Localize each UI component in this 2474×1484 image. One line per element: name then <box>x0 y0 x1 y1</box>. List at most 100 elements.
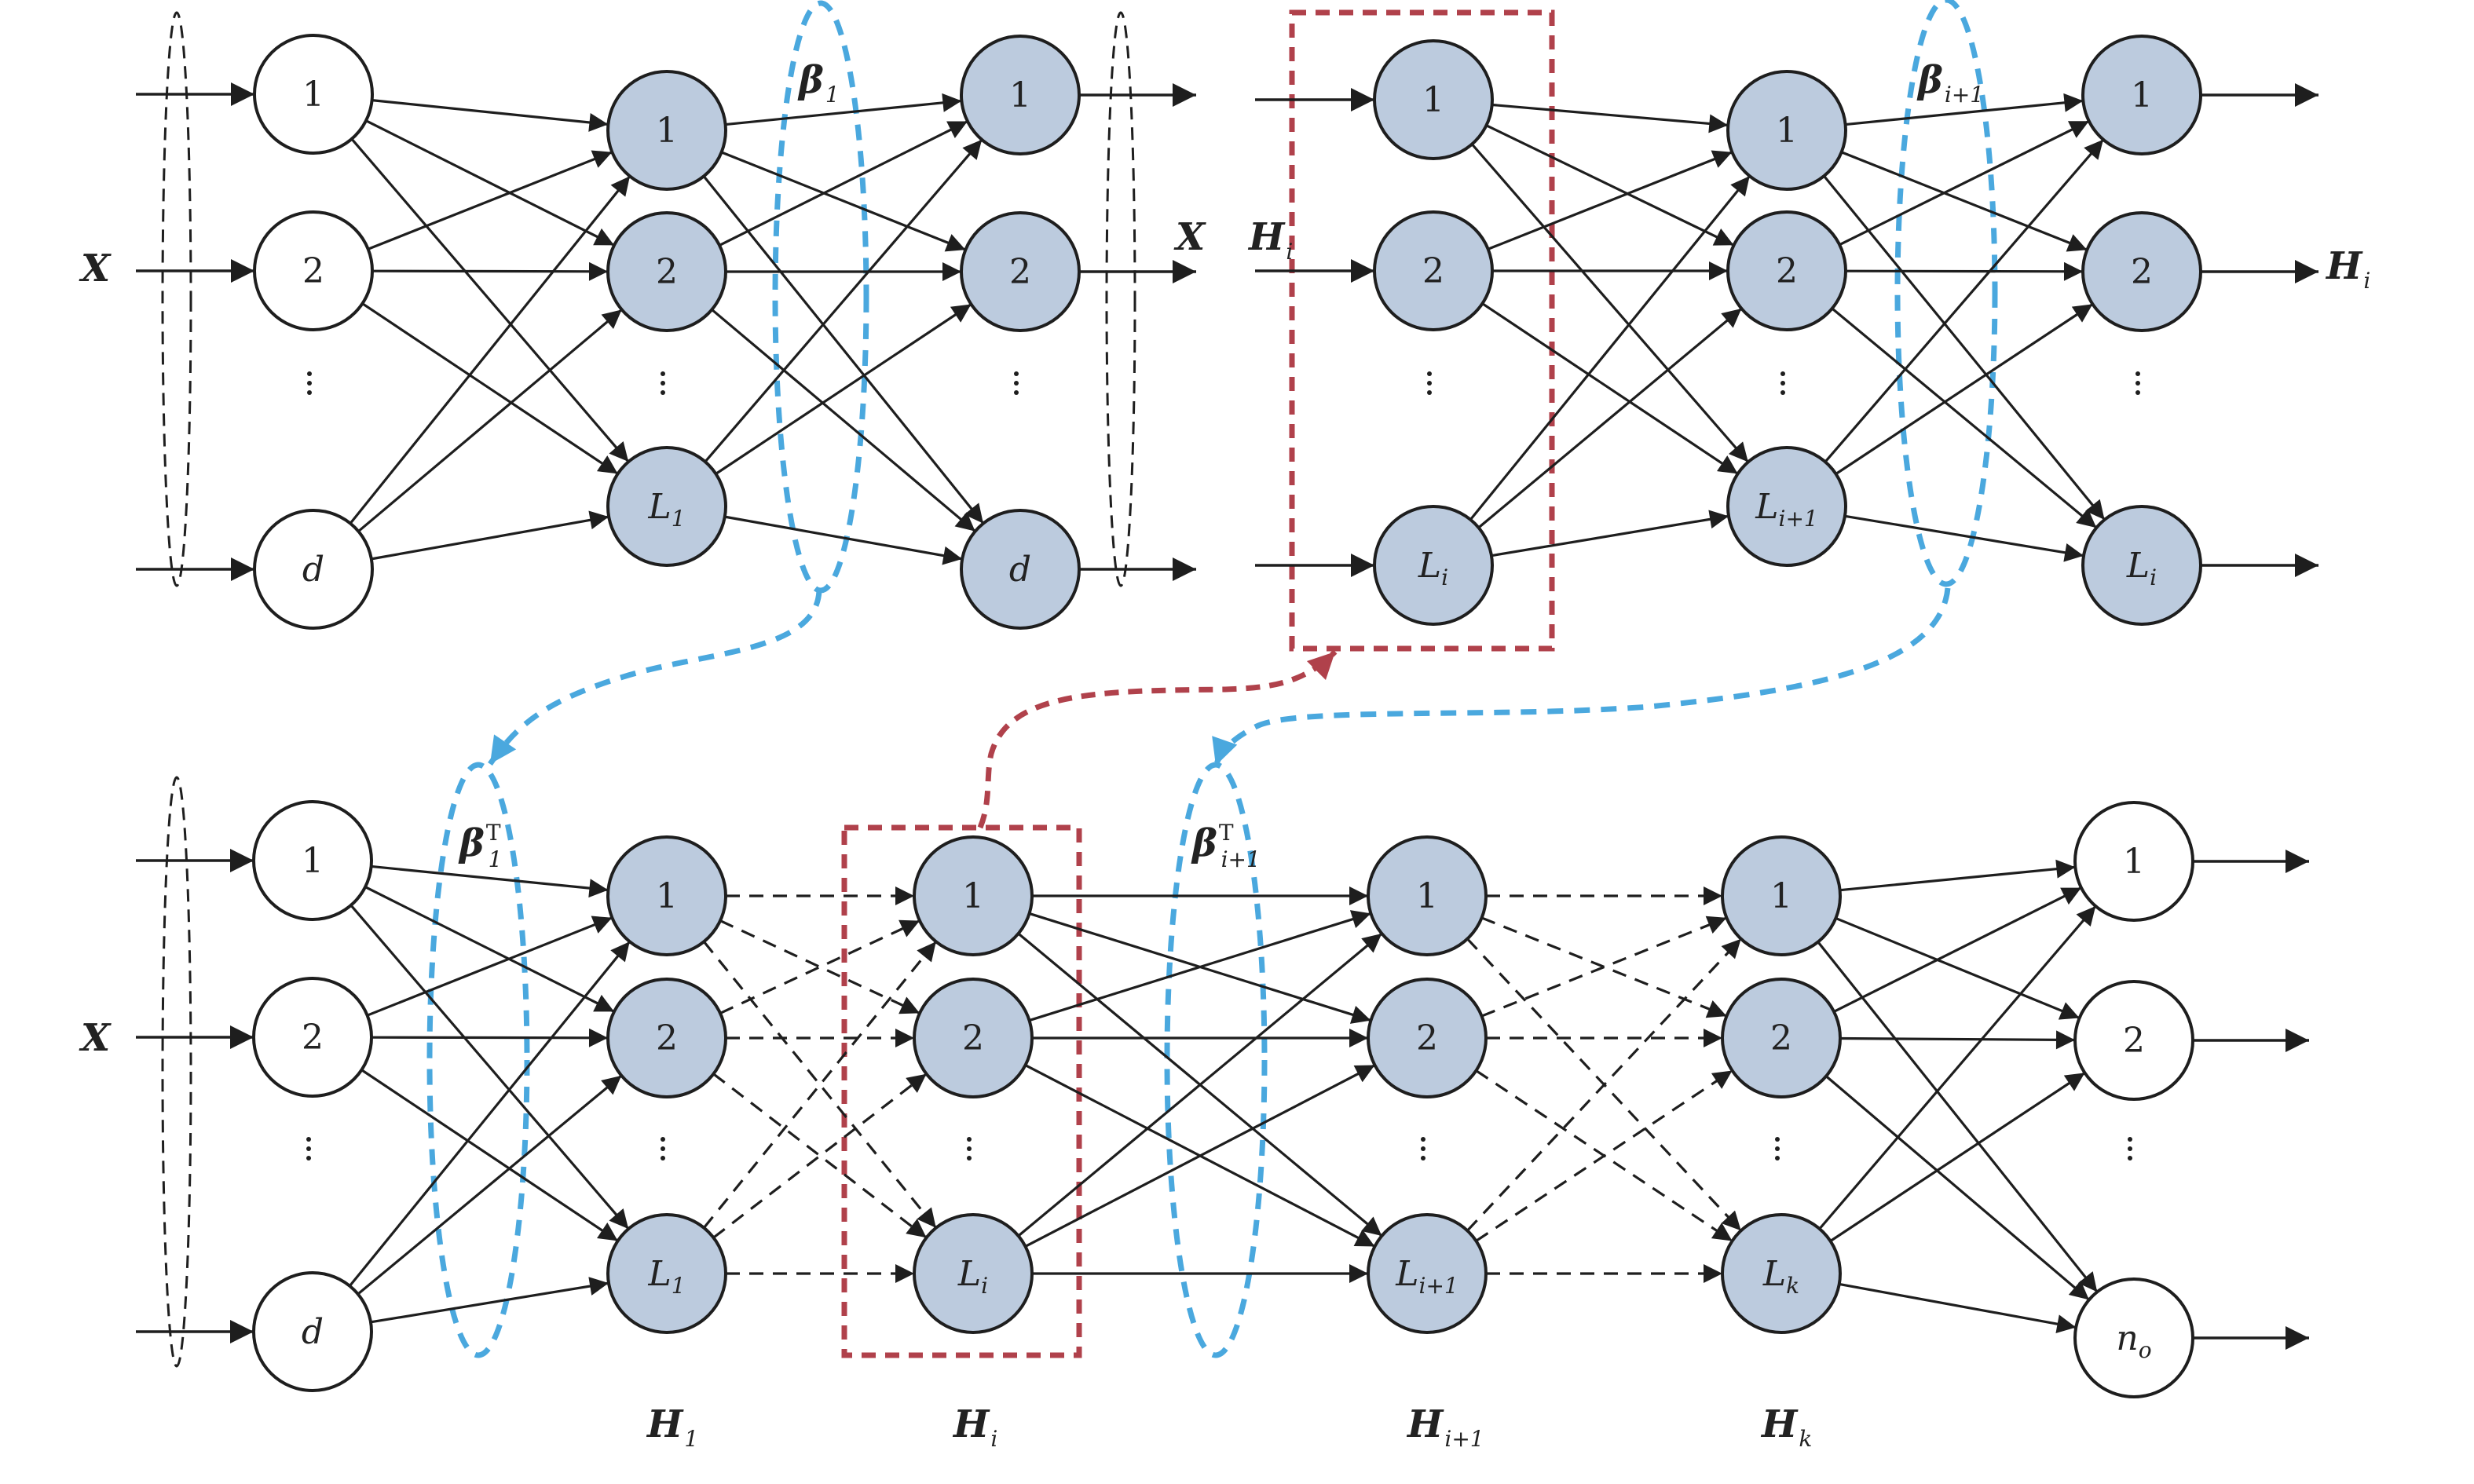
neuron-circle <box>1367 835 1488 956</box>
neuron-circle <box>606 835 727 956</box>
top-right-output-node: Li <box>2081 505 2202 626</box>
beta-i1-label: βi+1 <box>1916 58 1984 108</box>
connection <box>371 1028 609 1047</box>
neuron-circle <box>1373 39 1494 160</box>
node-label: L1 <box>647 487 685 532</box>
hi-layer-box <box>841 824 1082 1358</box>
hi-output-label: Hi <box>2325 244 2370 294</box>
ellipsis-icon <box>1421 1137 1425 1161</box>
neuron-nodes: 12d12L112d12Li12Li+112Li12d12L112Li12Li+… <box>252 34 2202 1398</box>
neuron-circle <box>1721 978 1842 1098</box>
node-label: 1 <box>656 876 678 916</box>
dashed-connection <box>712 1073 928 1239</box>
node-label: 2 <box>1416 1018 1438 1058</box>
connection <box>1469 175 1751 521</box>
top-right-hidden-node: Li+1 <box>1726 446 1847 567</box>
ellipsis-icon <box>2128 1137 2132 1161</box>
connection <box>1833 886 2082 1013</box>
connection <box>1844 514 2084 562</box>
beta1T-group-ellipse <box>426 762 530 1358</box>
bottom-output-node: 1 <box>2073 801 2194 922</box>
bottom-H1-node: 1 <box>606 835 727 956</box>
neuron-circle <box>606 1213 727 1334</box>
connection <box>349 941 631 1287</box>
neuron-circle <box>960 211 1081 332</box>
connection <box>1817 941 2099 1293</box>
connection <box>1845 93 2084 126</box>
connection <box>1481 302 1739 475</box>
connection <box>725 93 962 126</box>
connection <box>704 138 983 463</box>
connection <box>1824 138 2105 463</box>
node-label: 1 <box>1776 111 1798 151</box>
top-left-input-node: d <box>253 509 374 630</box>
node-label: Li+1 <box>1755 487 1817 532</box>
node-label: 1 <box>2131 75 2153 115</box>
node-label: 2 <box>2123 1021 2145 1061</box>
bottom-Hi-node: 2 <box>913 978 1034 1098</box>
connection <box>719 120 968 247</box>
node-label: 2 <box>302 1018 324 1058</box>
connection <box>1835 303 2094 475</box>
ellipsis-icon <box>2135 371 2140 395</box>
node-label: 1 <box>1009 75 1031 115</box>
bottom-input-node: d <box>252 1271 373 1392</box>
node-label: 2 <box>1009 252 1031 292</box>
top-left-input-node: 1 <box>253 34 374 155</box>
bottom-H1-node: 2 <box>606 978 727 1098</box>
ellipsis-icon <box>661 1137 665 1161</box>
connection <box>1818 905 2097 1230</box>
neuron-circle <box>2081 211 2202 332</box>
top-right-input-node: 1 <box>1373 39 1494 160</box>
neuron-circle <box>913 978 1034 1098</box>
bottom-input-node: 2 <box>252 977 373 1098</box>
input-x-label: X <box>79 1016 112 1060</box>
neuron-circle <box>1373 505 1494 626</box>
connection <box>1839 859 2076 892</box>
node-label: 2 <box>302 251 324 291</box>
bottom-Hi1-node: 2 <box>1367 978 1488 1098</box>
neuron-circle <box>252 1271 373 1392</box>
connection <box>350 904 630 1230</box>
ellipsis-icon <box>661 371 665 395</box>
top-left-hidden-node: 1 <box>606 70 727 191</box>
node-label: 2 <box>1422 251 1444 291</box>
node-label: 2 <box>656 1018 678 1058</box>
layer-caption-Hk: Hk <box>1760 1402 1812 1452</box>
layer-caption-Hi: Hi <box>952 1402 997 1452</box>
node-label: 1 <box>1422 80 1444 120</box>
top-right-input-node: Li <box>1373 505 1494 626</box>
neuron-circle <box>1367 1213 1488 1334</box>
beta1-transfer-arrow <box>488 590 822 766</box>
neuron-circle <box>1726 446 1847 567</box>
node-label: 1 <box>2123 842 2145 882</box>
node-label: 2 <box>1770 1018 1792 1058</box>
neuron-circle <box>252 800 373 921</box>
node-label: Li+1 <box>1395 1254 1458 1299</box>
ellipsis-icon <box>1014 371 1019 395</box>
connection <box>360 1069 619 1242</box>
bottom-input-node: 1 <box>252 800 373 921</box>
neuron-circle <box>2081 505 2202 626</box>
top-right-hidden-node: 2 <box>1726 210 1847 331</box>
ellipsis-icon <box>1780 371 1785 395</box>
connection <box>371 261 609 281</box>
connection <box>1841 151 2088 252</box>
node-label: 1 <box>302 75 324 115</box>
beta-i1-group-ellipse <box>1894 0 1998 587</box>
connection <box>361 302 619 475</box>
connection <box>1024 1064 1376 1248</box>
ellipsis-icon <box>1427 371 1432 395</box>
node-label: Lk <box>1762 1254 1799 1299</box>
connection <box>1017 932 1383 1237</box>
node-label: 2 <box>962 1018 984 1058</box>
top-right-output-node: 2 <box>2081 211 2202 332</box>
connection <box>1029 910 1371 1022</box>
group-overlays <box>161 0 1998 1368</box>
bottom-Hi1-node: Li+1 <box>1367 1213 1488 1334</box>
neuron-circle <box>2081 35 2202 155</box>
top-left-hidden-node: L1 <box>606 446 727 567</box>
ellipsis-icon <box>306 1137 311 1161</box>
